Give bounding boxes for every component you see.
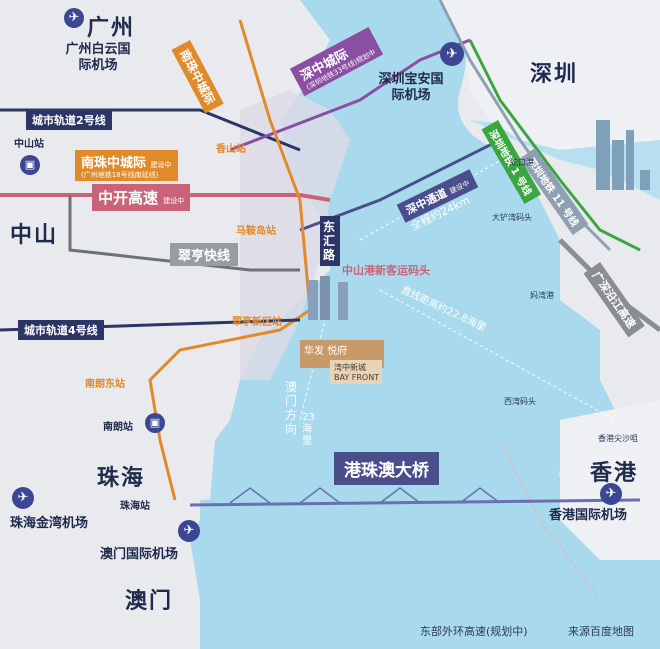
port-jianshazui: 香港尖沙咀 [598, 434, 638, 443]
city-guangzhou: 广州 [87, 16, 136, 41]
hzm-bridge-tag: 港珠澳大桥 [334, 452, 439, 485]
sz-metro1 [468, 39, 641, 252]
station-nanlang-east: 南朗东站 [85, 379, 125, 390]
plane-icon: ✈ [178, 520, 200, 542]
hongkong-land [560, 400, 660, 560]
city-zhongshan: 中山 [10, 223, 59, 248]
city-macau: 澳门 [125, 589, 174, 614]
east-outer-highway-label: 东部外环高速(规划中) [420, 625, 528, 638]
cuiheng-express [68, 195, 300, 272]
train-icon: ▣ [145, 413, 165, 433]
city-zhuhai: 珠海 [97, 466, 146, 491]
metro-line-2-tag: 城市轨道2号线 [26, 110, 112, 130]
cuiheng-district [240, 90, 350, 380]
source-credit: 来源百度地图 [568, 625, 634, 638]
station-nanlang: 南朗站 [103, 422, 133, 433]
airport-macau: 澳门国际机场 [100, 547, 179, 562]
tower-1 [308, 280, 318, 320]
train-icon: ▣ [20, 155, 40, 175]
airport-shenzhen: 深圳宝安国际机场 [378, 72, 444, 103]
airport-zhuhai: 珠海金湾机场 [10, 516, 89, 531]
station-cuiheng-new: 翠亨新区站 [232, 317, 282, 328]
plane-icon: ✈ [64, 8, 84, 28]
airport-guangzhou: 广州白云国际机场 [65, 42, 131, 73]
port-zhongshan: 中山港新客运码头 [342, 264, 430, 277]
city-shenzhen: 深圳 [530, 62, 579, 87]
station-mazhao: 马鞍岛站 [236, 226, 276, 237]
hzm-bridge-towers [229, 487, 501, 504]
donghui-road-tag: 东汇路 [320, 216, 340, 266]
macau-distance: 23海里 [302, 412, 315, 447]
port-dachan: 大铲湾码头 [492, 213, 532, 222]
nanzhu-tag: 南珠中城际 建设中(广州地铁18号线南延线) [75, 150, 178, 181]
cuiheng-express-tag: 翠亨快线 [170, 243, 239, 266]
plane-icon: ✈ [440, 42, 464, 66]
zhongkai-tag: 中开高速 建设中 [92, 184, 191, 211]
tower-2 [320, 276, 330, 320]
port-mazhou: 妈湾港 [530, 291, 554, 300]
hzm-bridge [189, 498, 641, 507]
tower-3 [338, 282, 348, 320]
station-zhongshan: 中山站 [14, 139, 44, 150]
shenzhen-land [440, 0, 660, 150]
station-xiangshan: 香山站 [216, 144, 246, 155]
port-shekou: 蛇口港 [510, 158, 534, 167]
metro-line-4-tag: 城市轨道4号线 [18, 320, 104, 340]
sea-route-hk [379, 289, 616, 421]
station-zhuhai: 珠海站 [120, 501, 150, 512]
macau-direction: 澳门方向 [285, 380, 298, 436]
airport-hongkong: 香港国际机场 [548, 508, 627, 523]
sea-south [200, 470, 660, 649]
plane-icon: ✈ [12, 487, 34, 509]
city-hongkong: 香港 [590, 461, 639, 486]
port-xiwan: 西湾码头 [504, 397, 536, 406]
east-outer-highway [498, 439, 602, 601]
shenzhen-skyline [596, 120, 650, 190]
plane-icon: ✈ [600, 483, 622, 505]
